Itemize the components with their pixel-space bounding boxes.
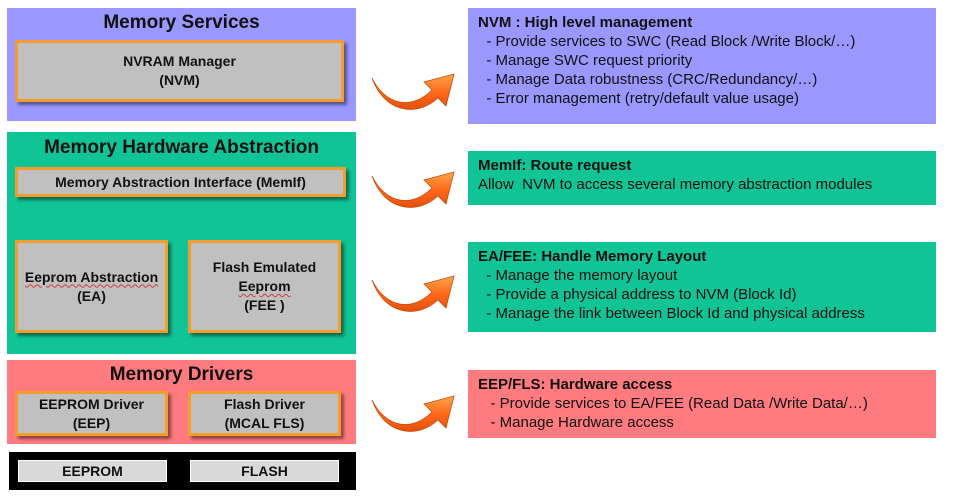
curved-arrow-icon	[371, 395, 455, 432]
nvm-info-line: - Error management (retry/default value …	[478, 90, 799, 107]
flash-driver-abbr: (MCAL FLS)	[224, 414, 305, 431]
memif-info-line: Allow NVM to access several memory abstr…	[478, 176, 873, 193]
eeprom-driver-label: EEPROM Driver	[38, 395, 145, 412]
flash-driver-label: Flash Driver	[224, 395, 305, 412]
memory-services-title: Memory Services	[103, 12, 260, 33]
ea-fee-info-line: - Manage the memory layout	[478, 267, 678, 284]
ea-fee-info-title: EA/FEE: Handle Memory Layout	[478, 248, 707, 265]
eeprom-abstraction-abbr: (EA)	[77, 287, 106, 304]
curved-arrow-icon	[371, 275, 455, 312]
memory-services-layer: Memory Services NVRAM Manager (NVM)	[7, 8, 356, 121]
nvram-manager-abbr: (NVM)	[159, 72, 200, 88]
memif-info-title: MemIf: Route request	[478, 157, 632, 174]
eep-fls-info-line: - Manage Hardware access	[478, 414, 674, 431]
eep-fls-info-title: EEP/FLS: Hardware access	[478, 376, 673, 393]
eeprom-abstraction-label: Eeprom Abstraction	[24, 268, 159, 285]
nvram-manager-box: NVRAM Manager (NVM)	[15, 40, 344, 102]
memory-abstraction-interface-box: Memory Abstraction Interface (MemIf)	[15, 167, 346, 197]
flash-emulated-eeprom-label: Eeprom	[238, 278, 291, 294]
memory-abstraction-interface-label: Memory Abstraction Interface (MemIf)	[55, 173, 306, 190]
curved-arrow-icon	[371, 171, 455, 208]
curved-arrow-icon	[371, 73, 455, 110]
memif-info-box: MemIf: Route request Allow NVM to access…	[468, 151, 936, 205]
nvm-info-line: - Manage Data robustness (CRC/Redundancy…	[478, 71, 818, 88]
eeprom-hardware-label: EEPROM	[18, 460, 167, 482]
eeprom-driver-box: EEPROM Driver (EEP)	[15, 391, 168, 436]
nvm-info-title: NVM : High level management	[478, 14, 693, 31]
eeprom-driver-abbr: (EEP)	[72, 414, 111, 431]
flash-driver-box: Flash Driver (MCAL FLS)	[188, 391, 341, 436]
nvm-info-line: - Provide services to SWC (Read Block /W…	[478, 33, 856, 50]
eep-fls-info-box: EEP/FLS: Hardware access - Provide servi…	[468, 370, 936, 438]
memory-drivers-layer: Memory Drivers EEPROM Driver (EEP) Flash…	[7, 360, 356, 444]
ea-fee-info-line: - Manage the link between Block Id and p…	[478, 305, 865, 322]
flash-emulated-eeprom-box: Flash Emulated Eeprom (FEE )	[188, 240, 341, 333]
eeprom-abstraction-box: Eeprom Abstraction (EA)	[15, 240, 168, 333]
nvm-info-line: - Manage SWC request priority	[478, 52, 693, 69]
flash-emulated-label: Flash Emulated	[212, 259, 317, 275]
eep-fls-info-line: - Provide services to EA/FEE (Read Data …	[478, 395, 868, 412]
flash-hardware-label: FLASH	[190, 460, 339, 482]
ea-fee-info-line: - Provide a physical address to NVM (Blo…	[478, 286, 797, 303]
hardware-bar: EEPROM FLASH	[9, 452, 356, 490]
memory-hardware-abstraction-layer: Memory Hardware Abstraction Memory Abstr…	[7, 132, 356, 354]
ea-fee-info-box: EA/FEE: Handle Memory Layout - Manage th…	[468, 242, 936, 332]
nvram-manager-label: NVRAM Manager	[123, 53, 236, 69]
flash-emulated-eeprom-abbr: (FEE )	[244, 297, 285, 313]
memory-hardware-abstraction-title: Memory Hardware Abstraction	[44, 137, 319, 158]
nvm-info-box: NVM : High level management - Provide se…	[468, 8, 936, 124]
memory-drivers-title: Memory Drivers	[109, 364, 254, 385]
